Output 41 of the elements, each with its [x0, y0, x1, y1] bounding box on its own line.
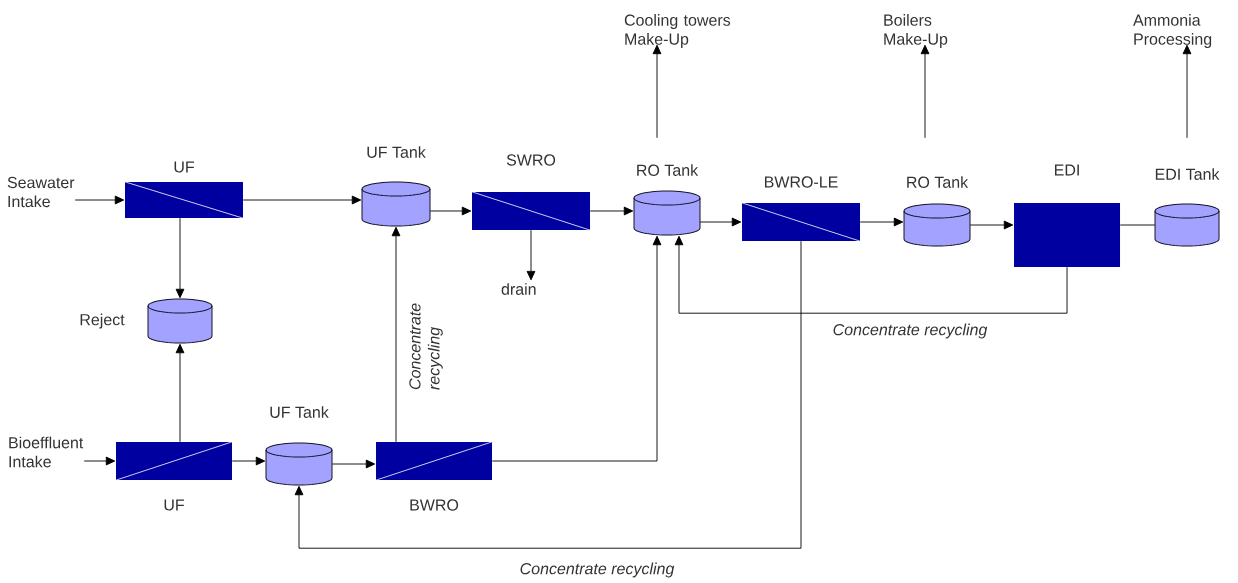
- unit-label: EDI Tank: [1155, 168, 1220, 180]
- stream-label: Cooling towers Make-Up: [624, 14, 731, 48]
- arrow: [652, 44, 662, 139]
- stream-label: Boilers Make-Up: [884, 14, 948, 48]
- arrow: [391, 226, 401, 443]
- edge-label: Concentrate recycling: [518, 561, 676, 579]
- unit-label: UF: [164, 499, 184, 511]
- arrow: [491, 235, 662, 462]
- arrow: [589, 206, 634, 216]
- arrow: [920, 44, 930, 139]
- arrow: [74, 195, 125, 205]
- arrow: [699, 217, 742, 227]
- arrow: [526, 229, 536, 281]
- unit-label: RO Tank: [637, 164, 699, 176]
- unit-label: EDI: [1055, 164, 1079, 176]
- unit-label: Reject: [80, 313, 125, 329]
- arrow: [674, 235, 1068, 314]
- unit-label: UF: [174, 161, 194, 173]
- stream-label: Bioeffluent Intake: [9, 436, 84, 468]
- arrow: [83, 456, 116, 466]
- arrow: [231, 456, 266, 466]
- stream-label: drain: [501, 283, 536, 295]
- unit-label: BWRO: [410, 499, 459, 511]
- arrow: [429, 206, 472, 216]
- edge-label: Concentrate recycling: [831, 322, 989, 340]
- arrow: [242, 195, 362, 205]
- unit-label: UF Tank: [367, 146, 426, 158]
- unit-label: RO Tank: [907, 176, 969, 188]
- arrow: [294, 240, 802, 549]
- arrow: [859, 217, 904, 227]
- edge-label: Concentrate recycling: [408, 299, 444, 391]
- unit-label: BWRO-LE: [765, 176, 838, 188]
- arrow: [1182, 44, 1192, 139]
- arrow: [969, 220, 1014, 230]
- arrow: [331, 459, 376, 469]
- arrow: [175, 217, 185, 299]
- stream-label: Seawater Intake: [7, 176, 75, 208]
- stream-label: Ammonia Processing: [1133, 14, 1212, 48]
- arrow: [175, 343, 185, 443]
- unit-label: SWRO: [506, 154, 556, 166]
- unit-label: UF Tank: [270, 406, 329, 418]
